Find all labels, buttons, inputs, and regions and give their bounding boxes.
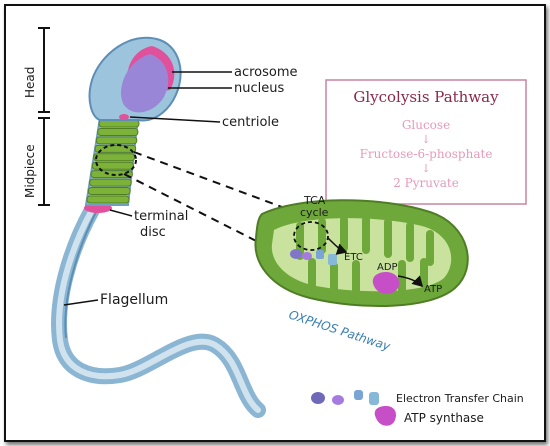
centriole-shape [119, 114, 129, 120]
tca-cycle-circle [293, 221, 329, 251]
terminal-disc-label-1: terminal [134, 209, 188, 224]
legend-etc-label: Electron Transfer Chain [396, 392, 524, 405]
centriole-label: centriole [222, 115, 279, 130]
sperm-head [88, 36, 182, 122]
terminal-disc-label-2: disc [140, 225, 166, 240]
acrosome-label: acrosome [234, 65, 298, 80]
tca-label-1: TCA [303, 194, 326, 207]
glycolysis-title: Glycolysis Pathway [353, 88, 499, 106]
midpiece [84, 117, 140, 206]
glycolysis-box: Glycolysis Pathway Glucose ↓ Fructose-6-… [325, 79, 527, 205]
head-label: Head [23, 67, 37, 98]
nucleus-shape [121, 54, 169, 113]
midpiece-label: Midpiece [23, 144, 37, 198]
oxphos-pathway-label: OXPHOS Pathway [287, 308, 393, 354]
tca-label-2: cycle [300, 206, 329, 219]
glycolysis-step-3: 2 Pyruvate [393, 176, 459, 190]
legend-etc-protein-2-icon [332, 395, 344, 405]
atp-label: ATP [424, 284, 442, 295]
legend-atp-synthase-icon [374, 406, 396, 426]
midpiece-mitochondrion-ring [91, 161, 134, 170]
legend-etc-protein-4-icon [369, 392, 379, 405]
glycolysis-step-2: Fructose-6-phosphate [360, 147, 493, 161]
midpiece-mitochondrion-ring [97, 127, 139, 136]
midpiece-mitochondrion-ring [98, 119, 140, 128]
zoom-circle [95, 144, 137, 176]
midpiece-mitochondrion-ring [87, 187, 131, 196]
legend: Electron Transfer Chain ATP synthase [311, 390, 524, 426]
legend-etc-protein-3-icon [354, 390, 363, 400]
adp-label: ADP [377, 262, 398, 273]
midpiece-mitochondrion-ring [93, 153, 136, 162]
midpiece-mitochondrion-ring [89, 178, 132, 187]
glycolysis-arrow-1: ↓ [421, 133, 430, 146]
glycolysis-step-1: Glucose [402, 118, 450, 132]
atp-synthase-shape [372, 272, 400, 294]
midpiece-mitochondrion-ring [95, 136, 138, 145]
flagellum-label: Flagellum [100, 292, 168, 308]
etc-proteins [290, 249, 337, 265]
nucleus-label: nucleus [234, 81, 284, 96]
flagellum-tail [51, 202, 266, 418]
etc-label: ETC [344, 252, 363, 263]
legend-atp-synthase-label: ATP synthase [404, 411, 484, 425]
midpiece-mitochondrion-ring [86, 195, 130, 204]
glycolysis-arrow-2: ↓ [421, 162, 430, 175]
region-brackets [38, 27, 50, 206]
legend-etc-protein-1-icon [311, 392, 325, 404]
